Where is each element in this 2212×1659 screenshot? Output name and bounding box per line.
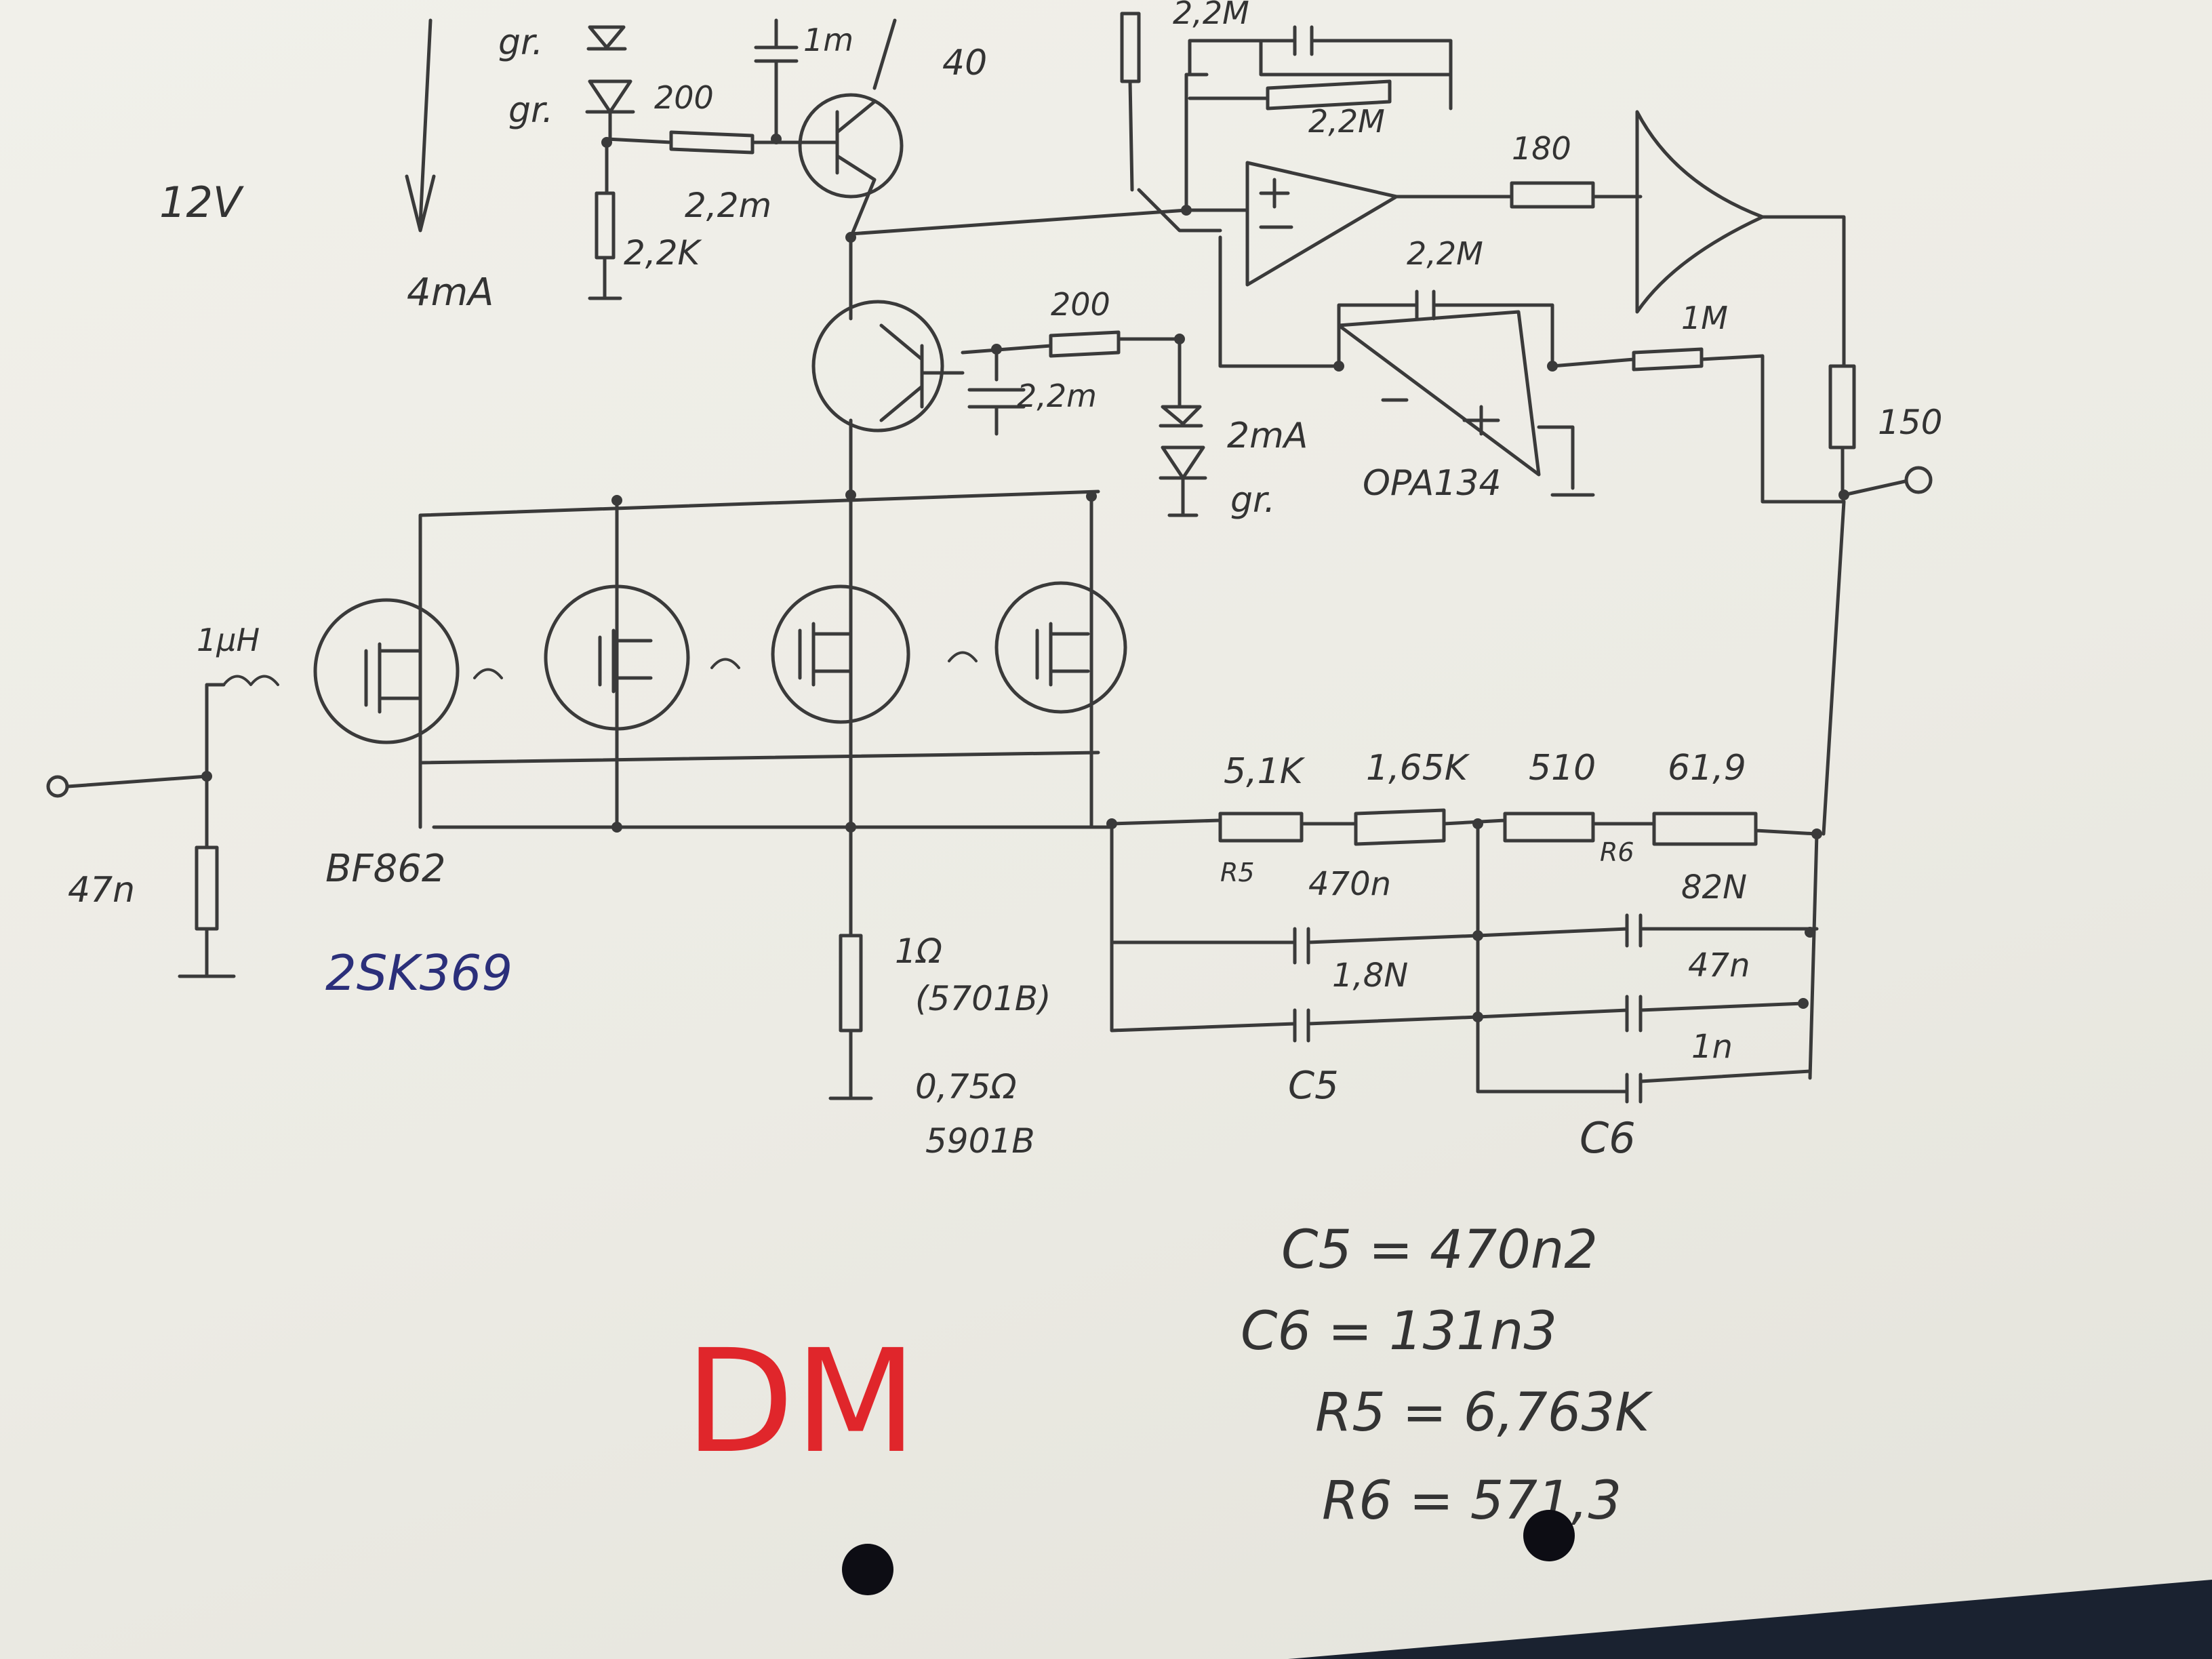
initials-signature: DM	[685, 1319, 917, 1485]
c-mid-label: 2,2m	[1017, 378, 1097, 414]
transistor-top	[798, 18, 904, 239]
riaa-r4-label: 61,9	[1668, 748, 1746, 788]
output-resistor-150	[1828, 364, 1856, 497]
jfet-part-label: BF862	[325, 847, 446, 891]
formula-c6: C6 = 131n3	[1241, 1301, 1557, 1362]
feedback-network	[1184, 25, 1453, 212]
top-resistor-right	[1120, 12, 1141, 192]
riaa-network	[1110, 500, 1846, 1104]
transistor-mid	[811, 235, 965, 490]
r-base-top-label: 200	[654, 79, 714, 116]
inductor-gate-label: 1µH	[197, 622, 260, 658]
riaa-c5-name-label: C5	[1288, 1064, 1339, 1108]
c-base-top-label: 1m	[803, 22, 853, 58]
opamp-main	[849, 161, 1514, 287]
led-lower	[585, 79, 635, 144]
bias-current-label: 4mA	[407, 271, 494, 315]
jfet-alt-part-label: 2SK369	[325, 944, 512, 1001]
r-bias-bottom-label: 2,2K	[624, 233, 703, 273]
resistor-1M	[1550, 347, 1846, 504]
output-horn	[1635, 110, 1846, 368]
opamp-part-label: OPA134	[1363, 463, 1502, 504]
c-base-top-alt-label: 2,2m	[685, 186, 771, 225]
r-input-shunt-label: 47n	[68, 870, 135, 911]
riaa-r2-label: 1,65K	[1366, 748, 1470, 788]
bias-resistor-bottom	[588, 140, 622, 300]
led-upper-label: gr.	[498, 22, 543, 63]
r-integrator-out-label: 1M	[1681, 300, 1728, 336]
r-source-alt-note-label: 5901B	[925, 1121, 1035, 1161]
r-source-note-label: (5701B)	[915, 979, 1051, 1018]
r-source-alt-label: 0,75Ω	[915, 1067, 1017, 1106]
resistor-180	[1510, 181, 1643, 209]
riaa-c1-label: 470n	[1308, 865, 1391, 903]
r-opamp-out-label: 180	[1512, 130, 1571, 167]
input-terminal	[46, 683, 236, 978]
r-feedback-top-label: 2,2M	[1308, 103, 1385, 140]
riaa-r6-name-label: R6	[1600, 837, 1634, 867]
c-integrator-label: 2,2M	[1407, 235, 1483, 272]
led-mid-label: gr.	[1230, 480, 1275, 521]
riaa-r1-label: 5,1K	[1224, 751, 1306, 792]
opamp-integrator	[1218, 235, 1595, 497]
base-resistor-top	[605, 130, 829, 155]
riaa-c5-label: 1n	[1691, 1028, 1733, 1066]
riaa-r3-label: 510	[1529, 748, 1596, 788]
riaa-r5-name-label: R5	[1220, 858, 1255, 887]
formula-r5: R5 = 6,763K	[1315, 1382, 1653, 1443]
capacitor-mid	[967, 344, 1026, 436]
riaa-c6-name-label: C6	[1580, 1113, 1636, 1163]
output-terminal	[1842, 466, 1933, 497]
formula-c5: C5 = 470n2	[1281, 1220, 1598, 1281]
source-resistor	[828, 825, 873, 1100]
riaa-c3-label: 82N	[1681, 868, 1747, 906]
supply-voltage-label: 12V	[159, 178, 245, 227]
r-source-label: 1Ω	[895, 932, 942, 971]
junction-dots	[201, 134, 1849, 1022]
r-output-label: 150	[1878, 403, 1942, 442]
led-bias-current-label: 2mA	[1227, 416, 1308, 456]
punch-holes	[842, 1510, 1575, 1595]
c-feedback-top-label: 2,2M	[1173, 0, 1249, 31]
desk-edge	[1288, 1580, 2212, 1659]
led-upper	[586, 25, 627, 51]
jfet-array	[222, 486, 1127, 829]
transistor-top-beta-label: 40	[942, 43, 987, 83]
riaa-c4-label: 47n	[1688, 946, 1750, 984]
formula-r6: R6 = 571,3	[1322, 1471, 1622, 1532]
led-mid-pair	[1159, 405, 1207, 517]
supply-arrow	[405, 18, 436, 233]
base-capacitor-top	[754, 18, 799, 138]
riaa-c2-label: 1,8N	[1332, 957, 1408, 995]
led-lower-label: gr.	[508, 90, 553, 131]
r-base-mid-label: 200	[1051, 286, 1110, 323]
